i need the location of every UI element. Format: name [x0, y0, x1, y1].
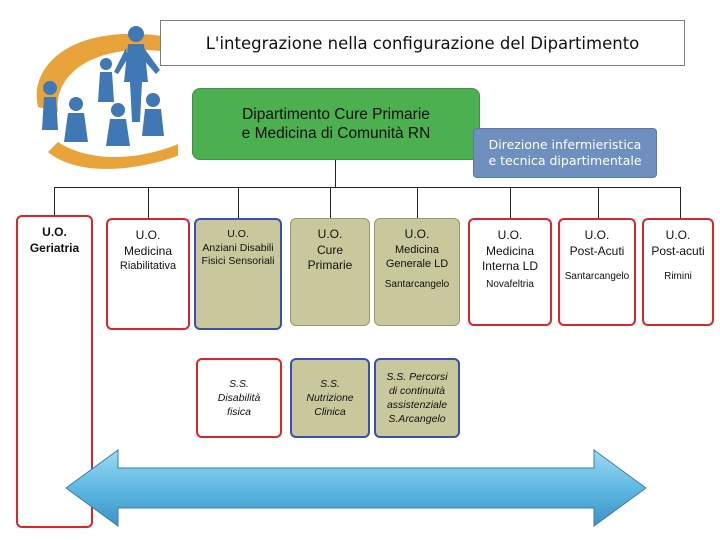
ss-line2: Nutrizione: [306, 391, 354, 404]
unit-line3: Interna LD: [481, 259, 539, 274]
connector-drop: [330, 187, 331, 222]
unit-line3: Generale LD: [385, 257, 449, 270]
ss-nutrizione-clinica: S.S. Nutrizione Clinica: [290, 358, 370, 438]
page-title: L'integrazione nella configurazione del …: [160, 20, 685, 66]
connector-drop: [54, 187, 55, 222]
unit-line2: Cure: [316, 242, 343, 257]
unit-cure-primarie: U.O. Cure Primarie: [290, 218, 370, 326]
unit-line1: U.O.: [135, 228, 161, 242]
unit-sub: Santarcangelo: [564, 271, 630, 283]
connector-vertical: [335, 160, 336, 187]
unit-line2: Medicina: [394, 243, 440, 256]
ss-line3: assistenziale: [386, 399, 448, 411]
unit-line2: Anziani Disabili: [202, 241, 274, 254]
unit-line1: U.O.: [497, 228, 523, 242]
unit-line2: Post-acuti: [651, 243, 705, 258]
ss-disabilita-fisica: S.S. Disabilità fisica: [196, 358, 282, 438]
unit-line1: U.O.: [317, 227, 343, 241]
unit-line1: U.O.: [227, 228, 249, 240]
unit-sub: Rimini: [664, 271, 692, 283]
people-logo-icon: [36, 26, 178, 169]
ss-line4: S.Arcangelo: [388, 413, 446, 426]
unit-sub: Novafeltria: [486, 278, 534, 290]
connector-drop: [148, 187, 149, 222]
ss-percorsi-continuita: S.S. Percorsi di continuità assistenzial…: [374, 358, 460, 438]
unit-line3: Fisici Sensoriali: [201, 255, 275, 268]
unit-line2: Medicina: [123, 243, 173, 258]
unit-geriatria: U.O. Geriatria: [16, 215, 93, 528]
unit-anziani-disabili: U.O. Anziani Disabili Fisici Sensoriali: [194, 218, 282, 330]
unit-line3: Primarie: [307, 258, 353, 273]
department-line1: Dipartimento Cure Primarie: [242, 105, 430, 123]
unit-line2: Medicina: [485, 243, 535, 258]
connector-drop: [417, 187, 418, 222]
ss-line2: Disabilità: [217, 391, 261, 404]
department-line2: e Medicina di Comunità RN: [241, 125, 431, 142]
unit-medicina-riabilitativa: U.O. Medicina Riabilitativa: [106, 218, 190, 330]
unit-post-acuti-rimini: U.O. Post-acuti Rimini: [642, 218, 714, 326]
connector-drop: [680, 187, 681, 222]
unit-sub: Santarcangelo: [384, 279, 450, 291]
unit-line1: U.O.: [42, 225, 67, 239]
unit-medicina-generale: U.O. Medicina Generale LD Santarcangelo: [374, 218, 460, 326]
unit-line1: U.O.: [584, 228, 610, 242]
ss-line1: S.S.: [320, 377, 340, 390]
unit-medicina-interna: U.O. Medicina Interna LD Novafeltria: [468, 218, 552, 326]
unit-line2: Geriatria: [29, 240, 80, 255]
direction-line2: e tecnica dipartimentale: [488, 153, 642, 168]
unit-line2: Post-Acuti: [569, 243, 625, 258]
connector-horizontal: [54, 187, 680, 188]
ss-line3: Clinica: [314, 406, 346, 419]
ss-line1: S.S.: [229, 377, 249, 390]
connector-drop: [238, 187, 239, 222]
connector-drop: [510, 187, 511, 222]
double-arrow-icon: [66, 449, 646, 527]
unit-line3: Riabilitativa: [119, 260, 177, 273]
ss-line2: di continuità: [388, 384, 446, 397]
unit-line1: U.O.: [404, 227, 430, 241]
unit-line1: U.O.: [665, 228, 691, 242]
direction-box: Direzione infermieristica e tecnica dipa…: [473, 128, 657, 178]
unit-post-acuti-santarcangelo: U.O. Post-Acuti Santarcangelo: [558, 218, 636, 326]
ss-line1: S.S. Percorsi: [386, 370, 448, 383]
ss-line3: fisica: [227, 406, 251, 419]
department-box: Dipartimento Cure Primarie e Medicina di…: [192, 88, 480, 160]
connector-drop: [598, 187, 599, 222]
direction-line1: Direzione infermieristica: [488, 136, 642, 152]
